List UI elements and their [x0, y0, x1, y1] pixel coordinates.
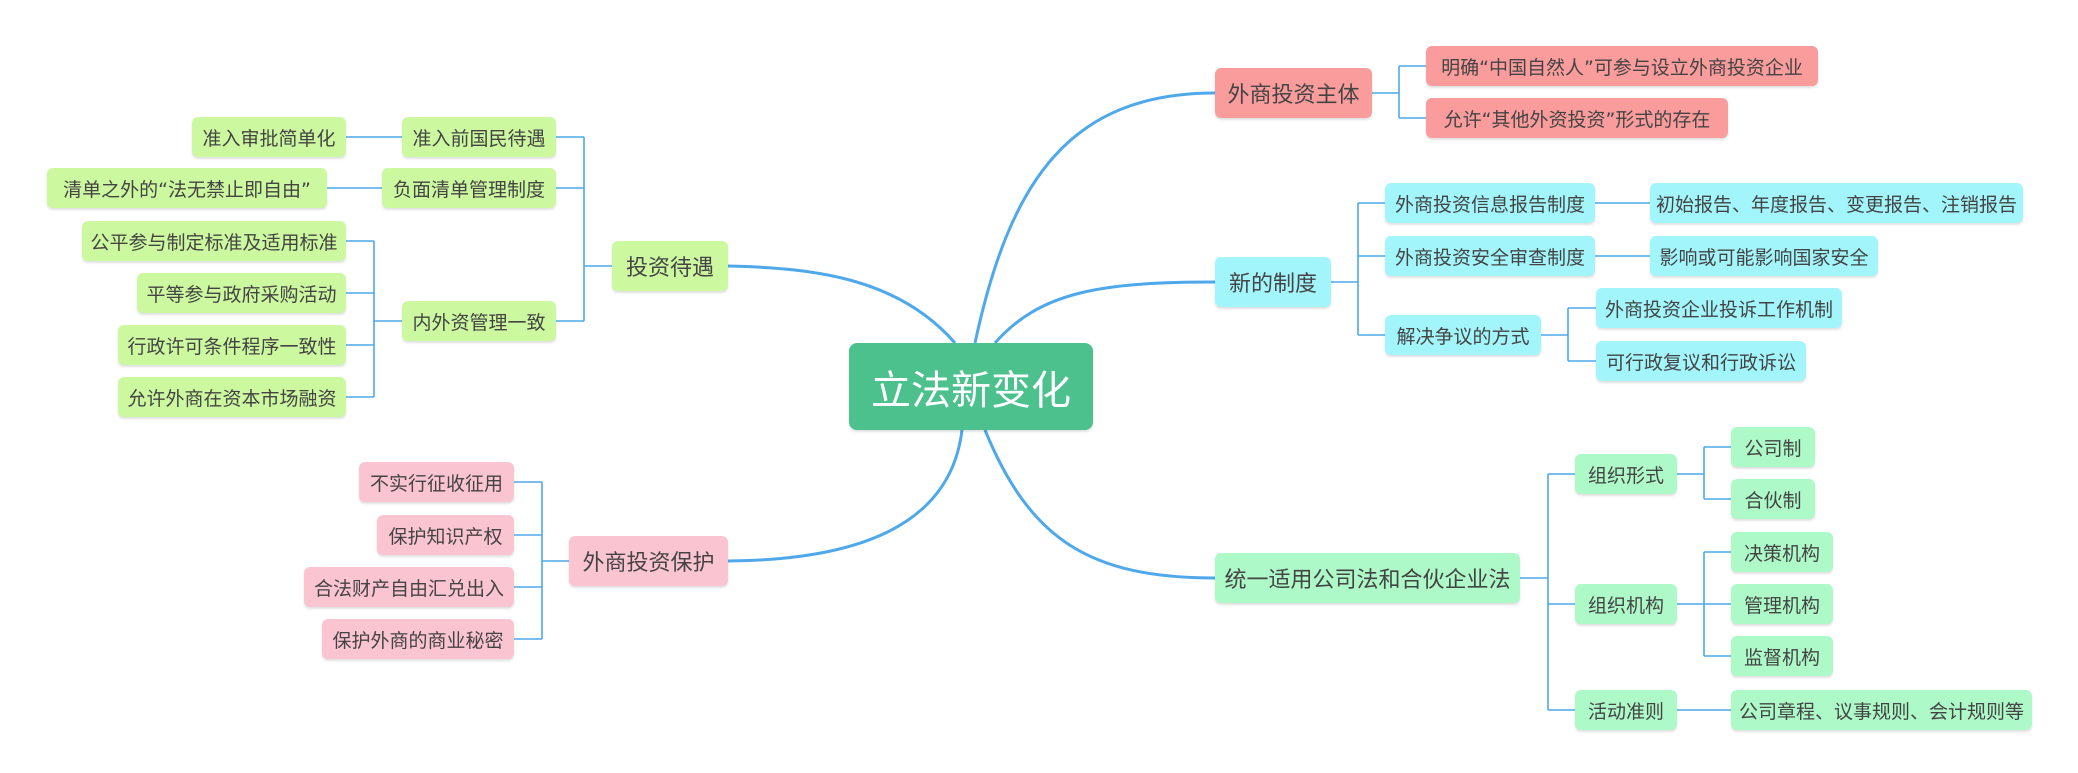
leaf-complaint-mechanism[interactable]: 外商投资企业投诉工作机制 — [1596, 288, 1842, 328]
leaf-decision-body[interactable]: 决策机构 — [1731, 532, 1833, 572]
curve-investment-treatment — [727, 264, 957, 344]
curve-unified-law — [983, 429, 1216, 580]
leaf-company-bylaws[interactable]: 公司章程、议事规则、会计规则等 — [1731, 690, 2032, 730]
leaf-outside-negative-list[interactable]: 清单之外的“法无禁止即自由” — [47, 168, 327, 208]
sub-negative-list[interactable]: 负面清单管理制度 — [382, 168, 556, 208]
branch-investment-treatment[interactable]: 投资待遇 — [612, 241, 728, 291]
leaf-trade-secrets[interactable]: 保护外商的商业秘密 — [322, 619, 514, 659]
leaf-chinese-natural-person[interactable]: 明确“中国自然人”可参与设立外商投资企业 — [1426, 46, 1818, 86]
leaf-no-expropriation[interactable]: 不实行征收征用 — [359, 462, 514, 502]
sub-organization-form[interactable]: 组织形式 — [1575, 454, 1677, 494]
sub-security-review-system[interactable]: 外商投资安全审查制度 — [1385, 236, 1595, 276]
leaf-report-types[interactable]: 初始报告、年度报告、变更报告、注销报告 — [1650, 183, 2023, 223]
leaf-fair-standards[interactable]: 公平参与制定标准及适用标准 — [82, 221, 346, 261]
branch-investment-protection[interactable]: 外商投资保护 — [569, 536, 728, 586]
leaf-management-body[interactable]: 管理机构 — [1731, 584, 1833, 624]
branch-investor-subject[interactable]: 外商投资主体 — [1215, 68, 1372, 118]
sub-dispute-resolution[interactable]: 解决争议的方式 — [1385, 315, 1541, 355]
curve-investment-protection — [727, 429, 964, 563]
leaf-free-remittance[interactable]: 合法财产自由汇兑出入 — [304, 567, 514, 607]
leaf-capital-market-financing[interactable]: 允许外商在资本市场融资 — [118, 377, 346, 417]
leaf-ip-protection[interactable]: 保护知识产权 — [377, 515, 514, 555]
leaf-company-system[interactable]: 公司制 — [1731, 427, 1815, 467]
leaf-administrative-review[interactable]: 可行政复议和行政诉讼 — [1596, 341, 1806, 381]
curve-investor-subject — [973, 91, 1216, 344]
branch-unified-law[interactable]: 统一适用公司法和合伙企业法 — [1215, 553, 1520, 603]
leaf-licensing-consistency[interactable]: 行政许可条件程序一致性 — [118, 325, 346, 365]
leaf-partnership-system[interactable]: 合伙制 — [1731, 479, 1815, 519]
leaf-government-procurement[interactable]: 平等参与政府采购活动 — [137, 273, 346, 313]
curve-new-system — [993, 280, 1216, 344]
sub-uniform-management[interactable]: 内外资管理一致 — [402, 301, 556, 341]
root-topic[interactable]: 立法新变化 — [849, 343, 1093, 430]
sub-info-report-system[interactable]: 外商投资信息报告制度 — [1385, 183, 1595, 223]
sub-activity-rules[interactable]: 活动准则 — [1575, 690, 1677, 730]
leaf-other-foreign-investment[interactable]: 允许“其他外资投资”形式的存在 — [1426, 98, 1728, 138]
leaf-approval-simplified[interactable]: 准入审批简单化 — [192, 117, 346, 157]
sub-pre-entry-treatment[interactable]: 准入前国民待遇 — [402, 117, 556, 157]
branch-new-system[interactable]: 新的制度 — [1215, 257, 1331, 307]
leaf-supervision-body[interactable]: 监督机构 — [1731, 636, 1833, 676]
sub-organization-body[interactable]: 组织机构 — [1575, 584, 1677, 624]
leaf-national-security[interactable]: 影响或可能影响国家安全 — [1650, 236, 1878, 276]
